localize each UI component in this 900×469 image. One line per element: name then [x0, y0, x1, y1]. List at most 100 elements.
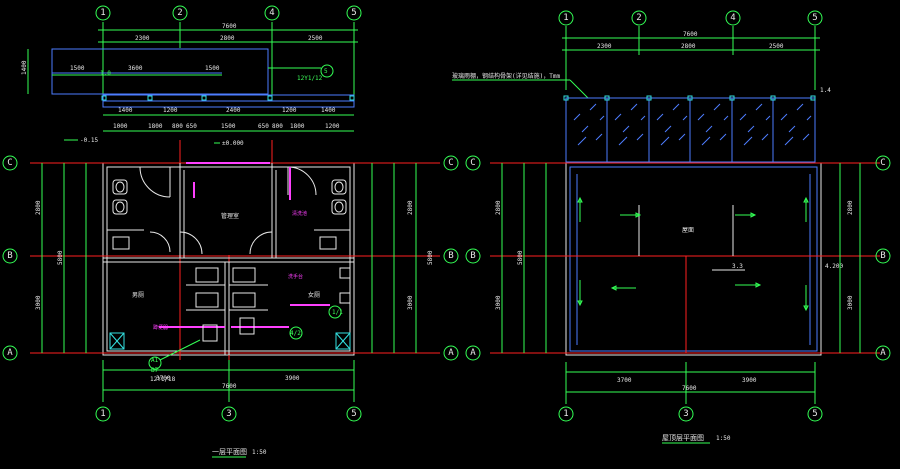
dim-top-3: 2500	[308, 35, 323, 42]
svg-text:4: 4	[269, 8, 274, 18]
left-plan: 1 2 4 5 7600 2300 2800 2500 1400 1500 36…	[2, 5, 459, 458]
roof-outline	[565, 162, 822, 356]
axis-bubble-2-top: 2	[172, 5, 188, 21]
axis-bubble-A-right: A	[443, 345, 459, 361]
axis-bubble-A-r-left: A	[465, 345, 481, 361]
svg-text:5: 5	[351, 8, 356, 18]
dim-canopy-depth: 1400	[21, 60, 28, 75]
svg-text:C: C	[470, 158, 475, 168]
svg-text:1400: 1400	[118, 107, 133, 114]
svg-text:3900: 3900	[742, 377, 757, 384]
svg-text:650: 650	[186, 123, 197, 130]
left-plan-title: 一层平面图	[212, 448, 247, 456]
right-plan-title: 屋顶层平面图	[662, 434, 704, 442]
svg-text:1200: 1200	[163, 107, 178, 114]
axis-bubble-1-top-r: 1	[558, 10, 574, 26]
svg-text:3700: 3700	[156, 375, 171, 382]
svg-text:5800: 5800	[57, 250, 64, 265]
room-label-men: 男厕	[132, 292, 144, 299]
shaft-left	[109, 332, 125, 350]
left-plan-scale: 1:50	[252, 449, 267, 456]
svg-text:3: 3	[226, 409, 231, 419]
axis-bubble-B-r-left: B	[465, 248, 481, 264]
svg-text:7600: 7600	[222, 383, 237, 390]
svg-text:A: A	[470, 348, 476, 358]
svg-text:洗手台: 洗手台	[288, 273, 303, 280]
svg-text:C: C	[7, 158, 12, 168]
svg-text:3600: 3600	[128, 65, 143, 72]
axis-bubble-1-top: 1	[95, 5, 111, 21]
svg-text:3: 3	[683, 409, 688, 419]
svg-text:2400: 2400	[226, 107, 241, 114]
svg-text:2: 2	[636, 13, 641, 23]
svg-text:7600: 7600	[682, 385, 697, 392]
room-label-women: 女厕	[308, 291, 320, 299]
svg-text:1000: 1000	[113, 123, 128, 130]
svg-text:12Y1/18: 12Y1/18	[150, 376, 176, 383]
svg-text:5: 5	[351, 409, 356, 419]
dim-top-overall: 7600	[222, 23, 237, 30]
svg-text:5: 5	[812, 409, 817, 419]
svg-text:1/1: 1/1	[332, 309, 343, 316]
svg-text:C: C	[448, 158, 453, 168]
svg-text:1500: 1500	[205, 65, 220, 72]
svg-text:800: 800	[272, 123, 283, 130]
svg-text:1.4: 1.4	[820, 87, 831, 94]
svg-text:1800: 1800	[148, 123, 163, 130]
axis-bubble-3-bottom: 3	[221, 406, 237, 422]
slope-arrows	[577, 196, 809, 312]
svg-text:1500: 1500	[70, 65, 85, 72]
svg-text:2800: 2800	[847, 200, 854, 215]
svg-text:2300: 2300	[597, 43, 612, 50]
svg-text:3700: 3700	[617, 377, 632, 384]
axis-bubble-A-left: A	[2, 345, 18, 361]
svg-text:2800: 2800	[681, 43, 696, 50]
svg-text:1200: 1200	[325, 123, 340, 130]
dim-top-2: 2800	[220, 35, 235, 42]
roof-label: 屋面	[682, 227, 694, 234]
svg-text:5: 5	[812, 13, 817, 23]
svg-text:7600: 7600	[683, 31, 698, 38]
svg-text:1200: 1200	[282, 107, 297, 114]
axis-bubble-5-bottom-r: 5	[807, 406, 823, 422]
svg-text:B: B	[7, 251, 12, 261]
axis-bubble-B-right: B	[443, 248, 459, 264]
axis-bubble-4-top-r: 4	[725, 10, 741, 26]
svg-text:C: C	[880, 158, 885, 168]
axis-bubble-A-r-right: A	[875, 345, 891, 361]
svg-text:1: 1	[100, 409, 105, 419]
roof-level: 4.200	[825, 263, 843, 270]
level-outside: -0.15	[80, 137, 98, 144]
axis-bubble-C-right: C	[443, 155, 459, 171]
canopy-outline	[51, 48, 269, 95]
axis-bubble-3-bottom-r: 3	[678, 406, 694, 422]
glass-canopy	[563, 95, 816, 163]
axis-bubble-C-left: C	[2, 155, 18, 171]
right-plan-scale: 1:50	[716, 435, 731, 442]
axis-bubble-1-bottom: 1	[95, 406, 111, 422]
svg-text:A: A	[7, 348, 13, 358]
axis-bubble-C-r-left: C	[465, 155, 481, 171]
svg-text:1.0: 1.0	[100, 70, 111, 77]
svg-text:4: 4	[730, 13, 735, 23]
svg-text:3000: 3000	[495, 295, 502, 310]
svg-text:2800: 2800	[35, 200, 42, 215]
axis-bubble-5-top-r: 5	[807, 10, 823, 26]
svg-text:2800: 2800	[495, 200, 502, 215]
axis-bubble-B-left: B	[2, 248, 18, 264]
roof-note: 玻璃雨棚，钢结构骨架(详见结施)，Tmm	[452, 72, 560, 80]
svg-text:650: 650	[258, 123, 269, 130]
svg-text:B: B	[448, 251, 453, 261]
svg-text:B: B	[470, 251, 475, 261]
shaft-right	[335, 332, 351, 350]
level-entry: ±0.000	[222, 140, 244, 147]
dim-top-1: 2300	[135, 35, 150, 42]
svg-text:800: 800	[172, 123, 183, 130]
svg-text:3000: 3000	[847, 295, 854, 310]
axis-bubble-C-r-right: C	[875, 155, 891, 171]
svg-text:蹲便器: 蹲便器	[153, 324, 168, 331]
svg-text:1500: 1500	[221, 123, 236, 130]
svg-text:3000: 3000	[35, 295, 42, 310]
svg-text:3900: 3900	[285, 375, 300, 382]
